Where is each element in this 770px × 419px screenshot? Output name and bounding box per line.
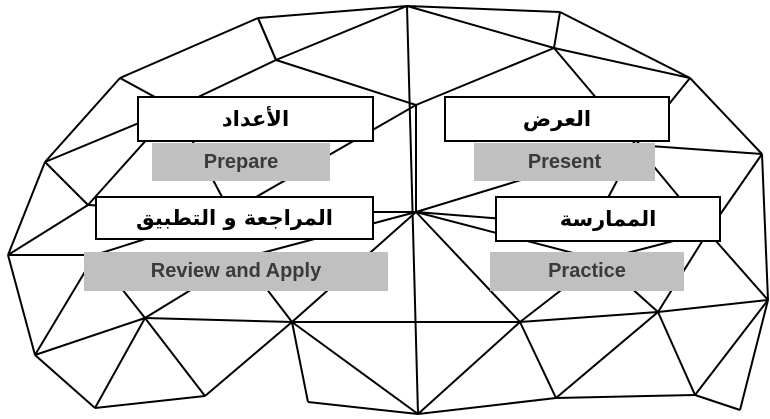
present-english-label: Present bbox=[474, 143, 655, 181]
prepare-english-label: Prepare bbox=[152, 143, 330, 181]
mesh-edge bbox=[257, 17, 277, 61]
mesh-edge bbox=[7, 161, 46, 256]
mesh-edge bbox=[7, 204, 89, 256]
mesh-edge bbox=[555, 311, 659, 399]
mesh-edge bbox=[44, 77, 121, 163]
mesh-edge bbox=[406, 5, 561, 13]
mesh-edge bbox=[739, 299, 769, 411]
review-apply-arabic-label: المراجعة و التطبيق bbox=[95, 196, 374, 240]
mesh-edge bbox=[94, 395, 206, 409]
mesh-edge bbox=[519, 311, 659, 323]
mesh-edge bbox=[406, 5, 555, 49]
mesh-edge bbox=[555, 394, 696, 399]
mesh-edge bbox=[291, 321, 309, 403]
mesh-edge bbox=[657, 311, 696, 396]
mesh-edge bbox=[657, 299, 769, 313]
mesh-edge bbox=[707, 231, 769, 301]
mesh-edge bbox=[406, 5, 419, 415]
mesh-edge bbox=[307, 401, 419, 415]
mesh-edge bbox=[553, 47, 691, 79]
mesh-edge bbox=[44, 161, 89, 206]
mesh-edge bbox=[94, 317, 146, 409]
mesh-edge bbox=[144, 317, 206, 397]
mesh-edge bbox=[291, 321, 419, 415]
mesh-edge bbox=[257, 5, 408, 19]
mesh-edge bbox=[7, 254, 36, 356]
mesh-edge bbox=[415, 47, 555, 106]
mesh-edge bbox=[275, 59, 417, 106]
mesh-edge bbox=[119, 17, 259, 79]
mesh-edge bbox=[761, 153, 769, 301]
mesh-edge bbox=[553, 11, 561, 49]
practice-arabic-label: الممارسة bbox=[495, 196, 721, 242]
mesh-edge bbox=[275, 5, 408, 61]
mesh-edge bbox=[694, 394, 741, 411]
mesh-edge bbox=[415, 211, 521, 323]
practice-english-label: Practice bbox=[490, 252, 684, 291]
review-apply-english-label: Review and Apply bbox=[84, 252, 388, 291]
mesh-edge bbox=[417, 321, 521, 415]
mesh-edge bbox=[635, 144, 763, 155]
mesh-edge bbox=[144, 317, 293, 323]
mesh-edge bbox=[694, 299, 769, 396]
mesh-edge bbox=[34, 354, 96, 409]
present-arabic-label: العرض bbox=[444, 96, 670, 142]
mesh-edge bbox=[417, 397, 557, 415]
mesh-edge bbox=[559, 11, 691, 79]
mesh-edge bbox=[689, 77, 763, 155]
mesh-edge bbox=[204, 321, 293, 397]
mesh-edge bbox=[519, 321, 557, 399]
prepare-arabic-label: الأعداد bbox=[137, 96, 374, 142]
mesh-edge bbox=[34, 317, 146, 356]
